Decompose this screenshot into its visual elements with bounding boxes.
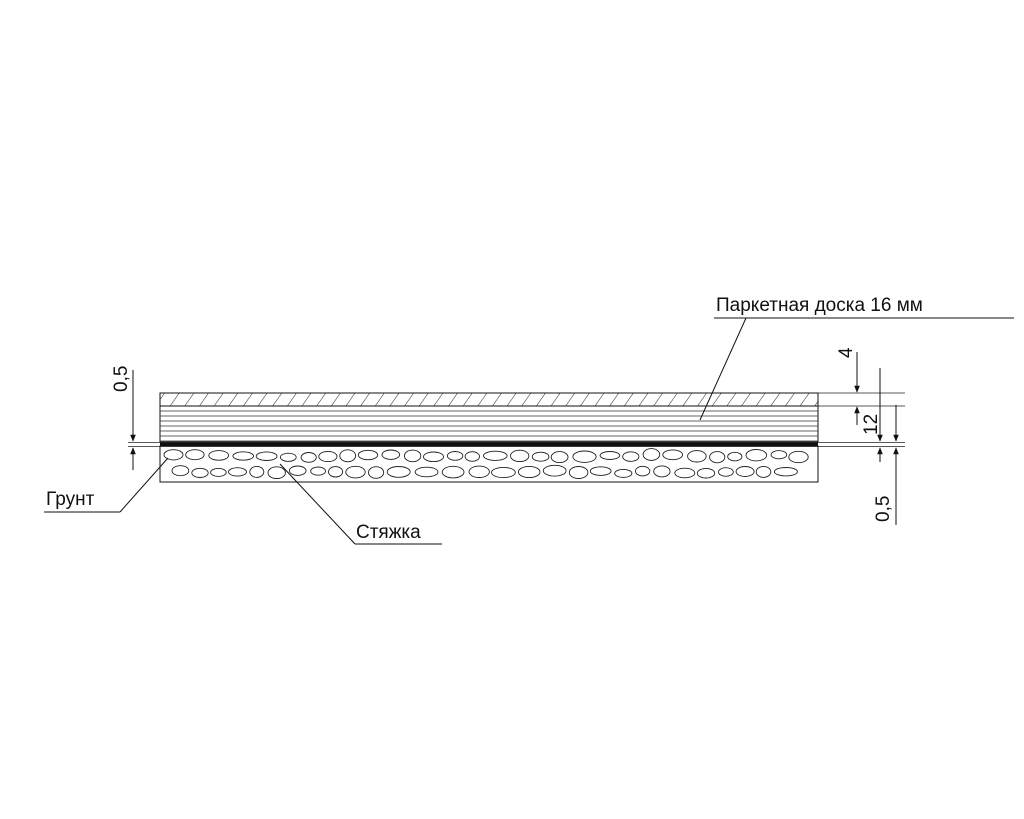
- parquet-top-layer: [159, 392, 819, 407]
- screed-layer: [159, 445, 819, 483]
- screed-stone: [727, 451, 743, 462]
- dimension-left-underlay-text: 0,5: [111, 366, 132, 392]
- dimension-base-layer: 12: [861, 368, 883, 462]
- screed-stone: [696, 467, 716, 479]
- screed-stone: [599, 451, 621, 460]
- screed-stone: [441, 465, 465, 479]
- leader-primer: Грунт: [44, 457, 169, 513]
- dimension-top-layer: 4: [836, 347, 860, 425]
- leader-screed: Стяжка: [279, 463, 442, 545]
- screed-stone: [288, 465, 307, 476]
- screed-stone: [185, 449, 205, 461]
- screed-stone: [423, 451, 444, 463]
- screed-stone: [773, 467, 798, 477]
- screed-stone: [709, 451, 726, 464]
- screed-stone: [464, 451, 480, 462]
- screed-label: Стяжка: [356, 522, 421, 543]
- screed-stone: [446, 451, 464, 461]
- screed-stone: [267, 466, 286, 480]
- screed-stone: [718, 467, 734, 477]
- screed-stone: [550, 451, 569, 464]
- screed-stone: [191, 467, 209, 478]
- leader-parquet: Паркетная доска 16 мм: [699, 295, 1014, 421]
- screed-stone: [255, 451, 278, 461]
- screed-stone: [735, 466, 755, 477]
- screed-stone: [368, 466, 385, 479]
- screed-stone: [357, 449, 379, 461]
- parquet-label: Паркетная доска 16 мм: [716, 295, 923, 316]
- screed-stone: [208, 450, 230, 461]
- screed-stone: [468, 465, 490, 478]
- screed-stone: [232, 451, 254, 461]
- primer-label: Грунт: [46, 489, 95, 510]
- dimension-bottom-underlay: 0,5: [873, 405, 899, 525]
- screed-stone: [163, 449, 184, 461]
- screed-stone: [403, 449, 422, 463]
- screed-stone: [491, 466, 516, 479]
- screed-stone: [300, 452, 317, 463]
- dimension-base-layer-text: 12: [861, 414, 882, 435]
- screed-stone: [279, 452, 297, 462]
- screed-stone: [653, 465, 671, 478]
- screed-stone: [662, 449, 684, 461]
- parquet-base-layer: [159, 405, 819, 443]
- dimension-bottom-underlay-text: 0,5: [873, 496, 894, 522]
- screed-stone: [249, 465, 265, 478]
- screed-stone: [517, 465, 541, 479]
- screed-stone: [622, 451, 640, 462]
- screed-stone: [414, 466, 439, 478]
- screed-stone: [642, 448, 661, 461]
- screed-stone: [674, 467, 696, 479]
- screed-stone: [386, 466, 411, 478]
- screed-stone: [531, 451, 550, 462]
- screed-stone: [171, 465, 190, 477]
- dimension-left-underlay: 0,5: [111, 366, 136, 470]
- screed-stone: [310, 466, 326, 476]
- screed-stone: [572, 450, 597, 463]
- screed-stone: [381, 449, 401, 460]
- screed-stone: [345, 465, 366, 479]
- screed-stone: [770, 450, 788, 460]
- screed-stone: [318, 450, 338, 463]
- screed-stone: [568, 466, 589, 479]
- screed-stone: [542, 464, 567, 477]
- extension-lines: [128, 392, 905, 447]
- screed-stone: [788, 450, 809, 464]
- screed-stone: [614, 468, 633, 478]
- screed-stone: [755, 465, 772, 478]
- screed-stone: [745, 449, 768, 462]
- screed-stone: [483, 450, 508, 461]
- screed-stone: [328, 466, 344, 478]
- screed-stone: [210, 467, 227, 477]
- screed-stone: [687, 450, 707, 463]
- screed-stone: [228, 467, 247, 477]
- screed-stone: [634, 465, 651, 477]
- screed-stone: [510, 449, 530, 463]
- screed-stone: [589, 466, 612, 476]
- screed-stone: [339, 449, 357, 463]
- dimension-top-layer-text: 4: [836, 347, 857, 358]
